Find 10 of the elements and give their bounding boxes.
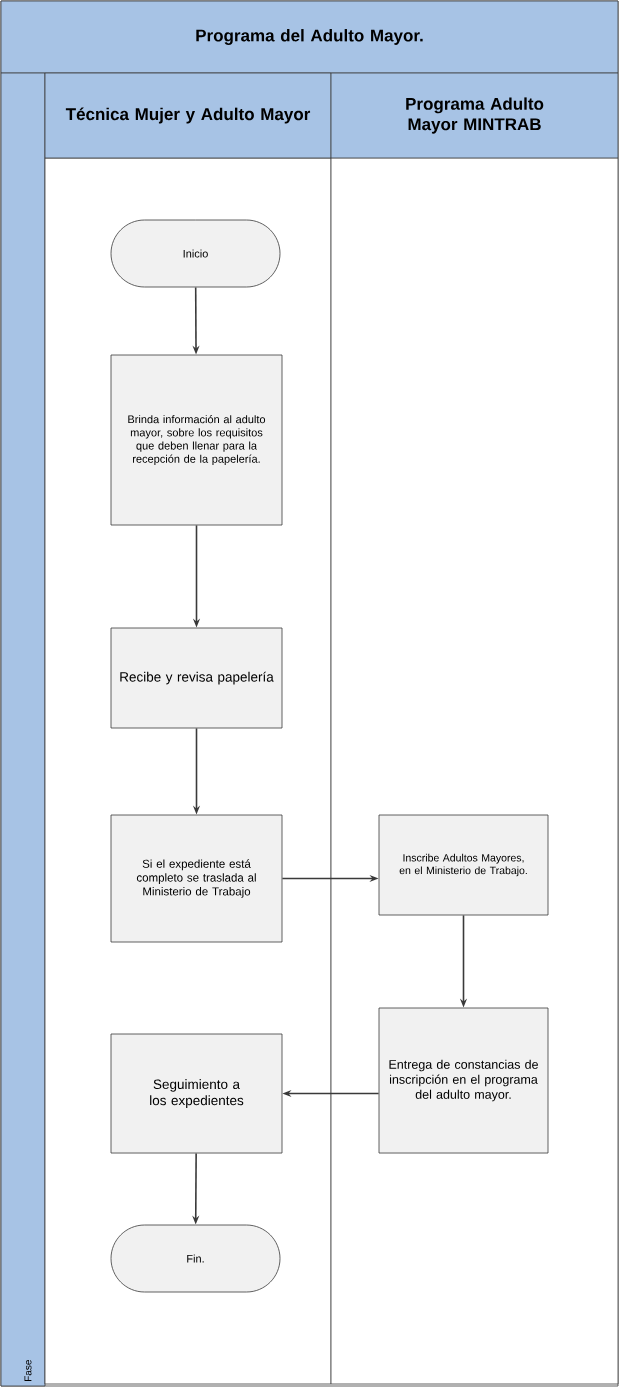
node-label: Técnica Mujer y Adulto Mayor <box>65 107 311 124</box>
process-box: Recibe y revisa papelería <box>110 627 283 729</box>
process-box: Brinda información al adulto mayor, sobre los requisitos que deben llenar para la recepción de la papelería. <box>110 354 283 526</box>
process-box: Entrega de constancias de inscripción en el programa del adulto mayor. <box>378 1007 549 1154</box>
terminator: Inicio <box>110 219 281 288</box>
process-box: Si el expediente está completo se traslada al Ministerio de Trabajo <box>110 814 283 943</box>
terminator: Fin. <box>110 1224 281 1293</box>
node-label: Programa Adulto Mayor MINTRAB <box>406 97 544 134</box>
process-box: Inscribe Adultos Mayores, en el Ministerio de Trabajo. <box>378 814 549 916</box>
process-box: Seguimiento a los expedientes <box>110 1033 283 1154</box>
